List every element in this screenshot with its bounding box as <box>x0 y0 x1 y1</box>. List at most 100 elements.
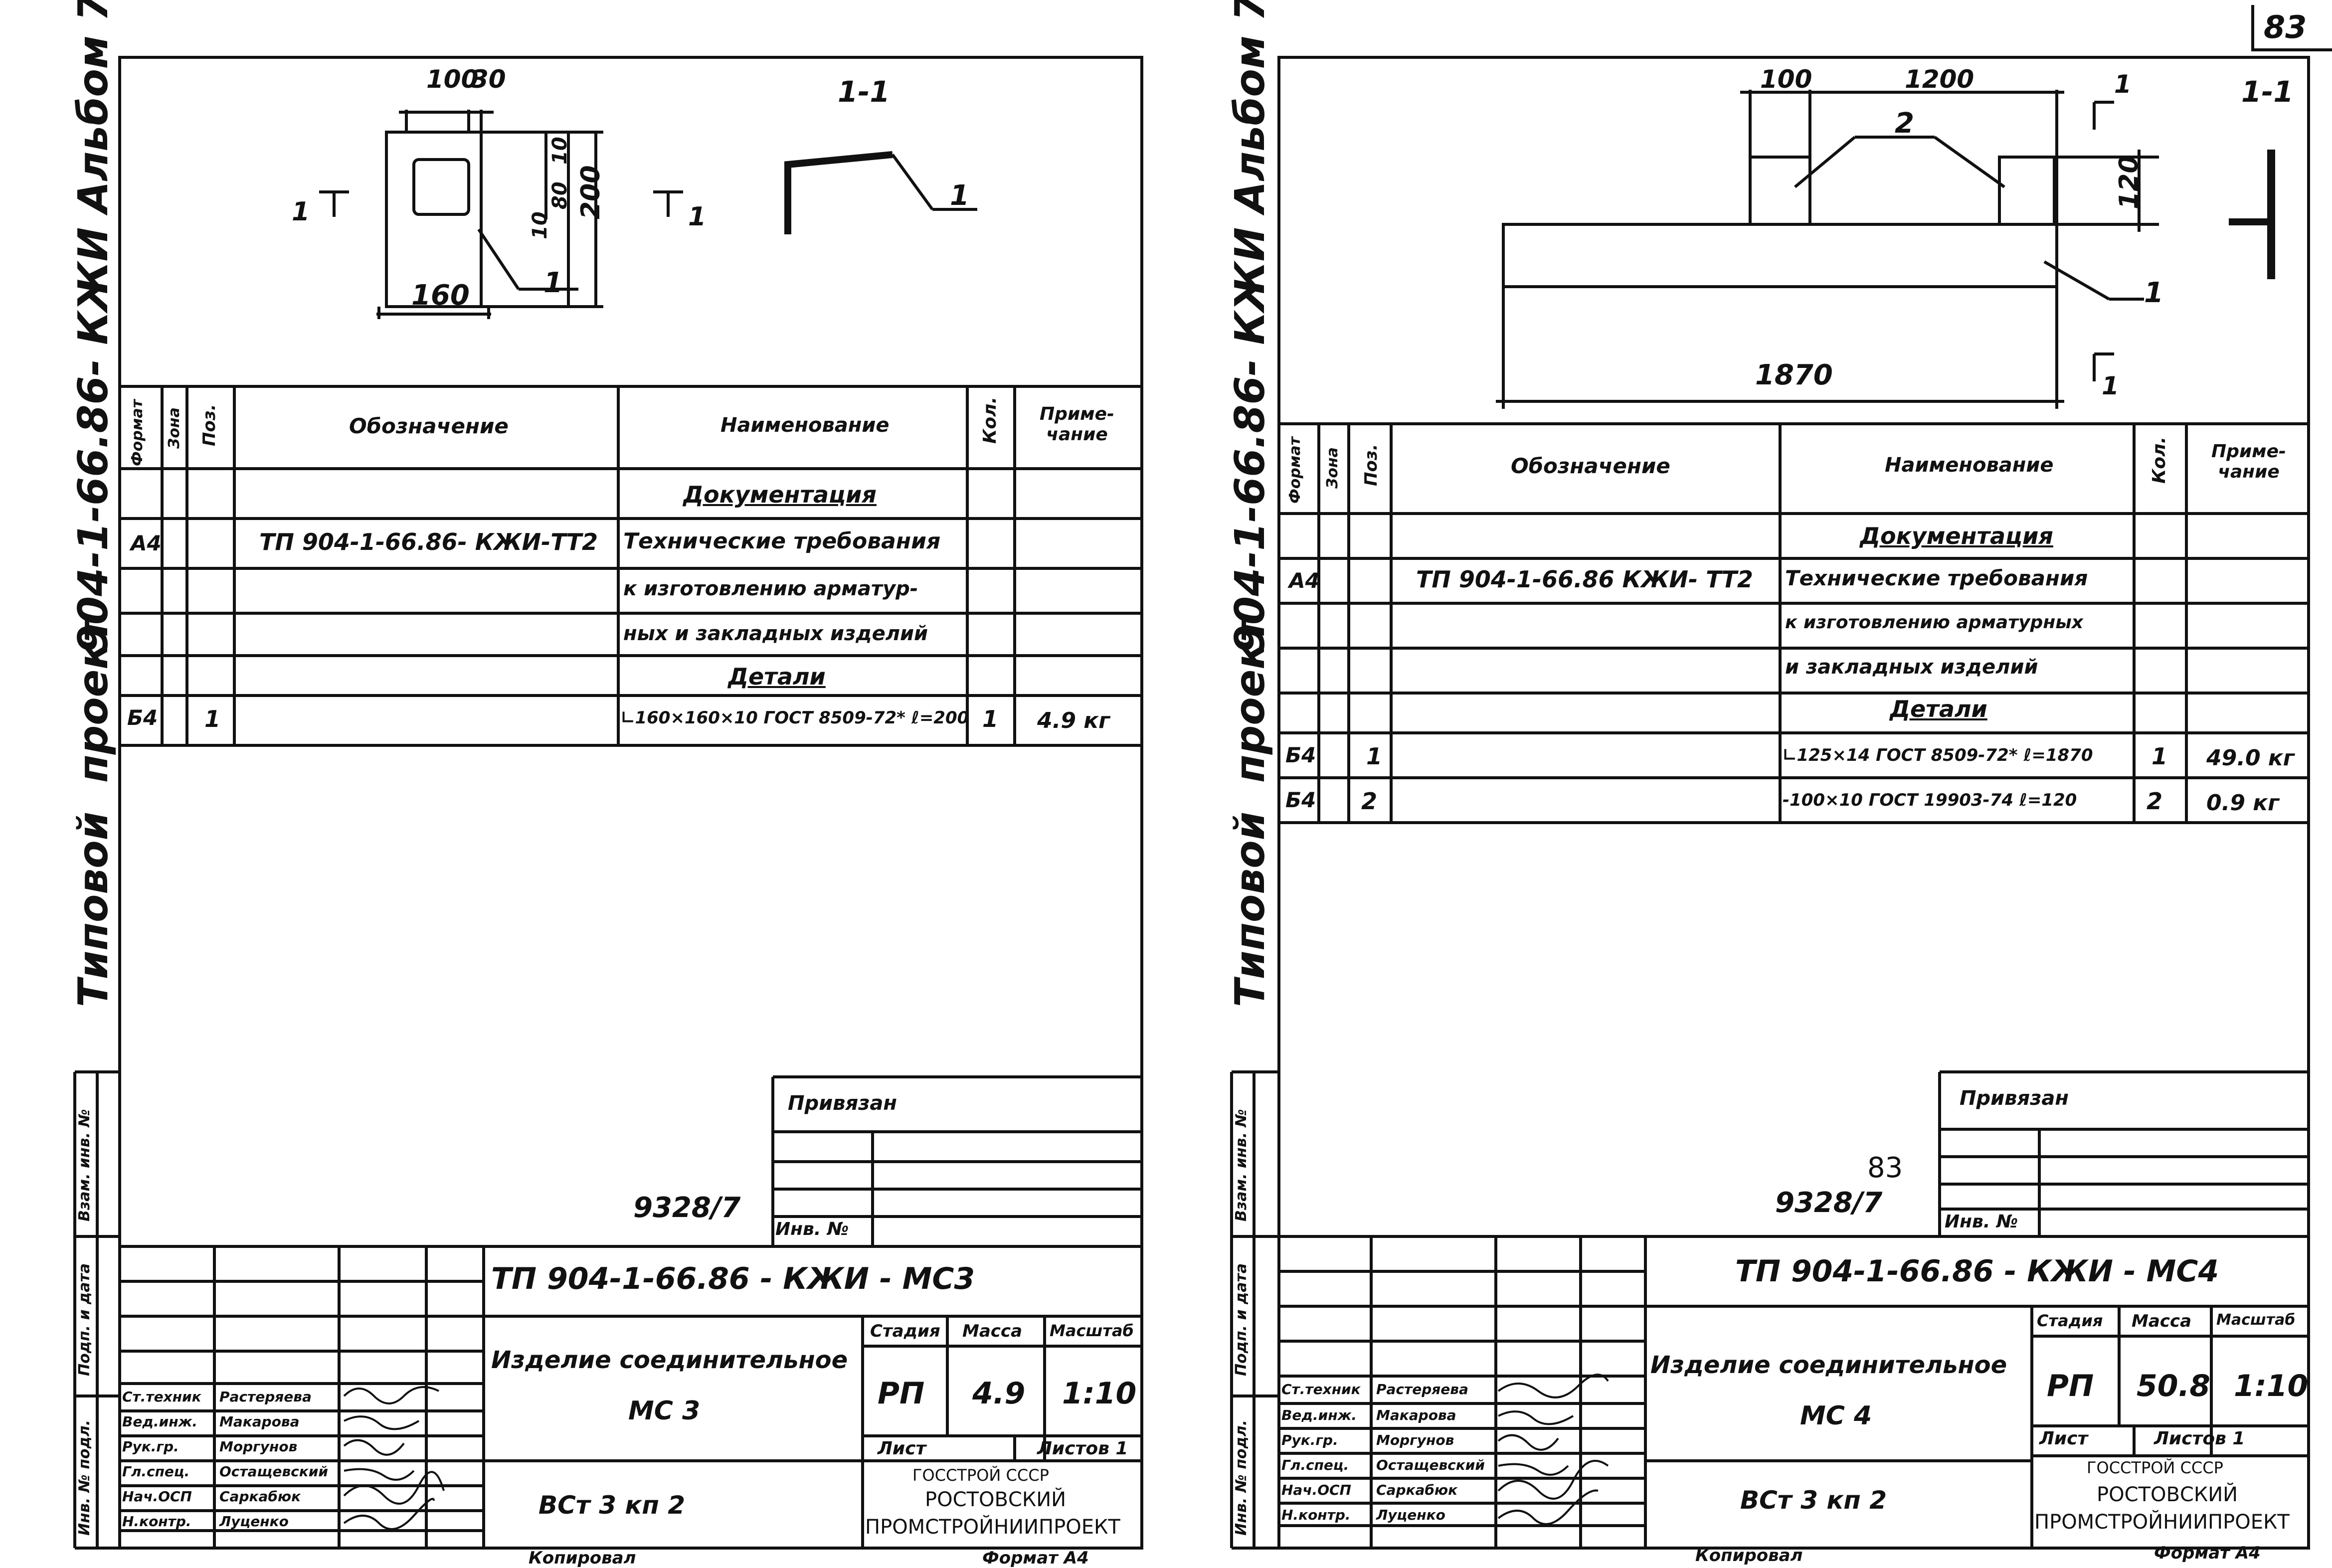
left-row-pos1: 1 <box>204 705 221 732</box>
left-row-details: Детали <box>728 663 826 690</box>
left-row-docs: Документация <box>683 481 877 508</box>
left-row-qty: 1 <box>982 705 999 732</box>
right-scale-hdr: Масштаб <box>2216 1311 2296 1329</box>
left-material: ВСт 3 кп 2 <box>538 1491 686 1520</box>
right-pos-2: 2 <box>1895 107 1914 140</box>
right-code: ТП 904-1-66.86 - КЖИ - МС4 <box>1735 1254 2219 1289</box>
right-row-a4: А4 <box>1289 568 1320 593</box>
left-pos-1: 1 <box>543 267 563 299</box>
right-hdr-note: Приме-чание <box>2211 441 2286 482</box>
right-scale: 1:10 <box>2234 1369 2309 1403</box>
left-staff-role-3: Рук.гр. <box>122 1438 179 1455</box>
left-section-pos: 1 <box>950 179 969 212</box>
right-mass-hdr: Масса <box>2132 1311 2192 1331</box>
left-hdr-name: Наименование <box>720 414 890 437</box>
right-sheets: Листов 1 <box>2154 1428 2245 1449</box>
left-inv-no: Инв. № <box>775 1219 849 1239</box>
left-dim-30: 30 <box>471 65 506 94</box>
right-archive-no-small: 83 <box>1867 1152 1903 1184</box>
left-hdr-note: Приме-чание <box>1040 404 1114 445</box>
left-org-3: ПРОМСТРОЙНИИПРОЕКТ <box>865 1516 1120 1539</box>
right-row-b4-2: Б4 <box>1285 788 1316 812</box>
right-privyazan: Привязан <box>1960 1087 2069 1110</box>
right-staff-name-1: Растеряева <box>1376 1381 1468 1397</box>
right-archive-no: 9328/7 <box>1775 1187 1883 1219</box>
right-row-tech3: и закладных изделий <box>1785 656 2038 679</box>
right-row-qty1: 1 <box>2152 743 2168 770</box>
left-sheets: Листов 1 <box>1037 1438 1128 1459</box>
left-section-mark-2: 1 <box>688 202 707 232</box>
right-staff-role-4: Гл.спец. <box>1281 1457 1349 1473</box>
right-staff-role-6: Н.контр. <box>1281 1507 1351 1523</box>
right-staff-name-4: Остащевский <box>1376 1457 1485 1473</box>
right-row-b4-1: Б4 <box>1285 743 1316 767</box>
left-stage-hdr: Стадия <box>870 1321 940 1341</box>
right-org-1: ГОССТРОЙ СССР <box>2087 1458 2223 1477</box>
right-section-mark-1: 1 <box>2114 70 2132 99</box>
left-staff-name-4: Остащевский <box>219 1463 329 1480</box>
right-row-details: Детали <box>1890 696 1987 722</box>
right-row-tt2: ТП 904-1-66.86 КЖИ- ТТ2 <box>1416 566 1753 593</box>
right-pos-1: 1 <box>2144 277 2163 309</box>
left-staff-name-1: Растеряева <box>219 1389 312 1405</box>
right-section-label: 1-1 <box>2241 75 2294 109</box>
right-row-pos1: 1 <box>1366 743 1383 770</box>
left-row-tech2: к изготовлению арматур- <box>623 577 918 600</box>
right-row-mass1: 49.0 кг <box>2206 745 2295 771</box>
left-staff-role-6: Н.контр. <box>122 1513 191 1530</box>
left-scale-hdr: Масштаб <box>1050 1321 1134 1340</box>
right-material: ВСт 3 кп 2 <box>1740 1486 1887 1515</box>
left-row-tech3: ных и закладных изделий <box>623 622 928 645</box>
left-staff-role-1: Ст.техник <box>122 1389 201 1405</box>
left-footer-copied: Копировал <box>529 1548 636 1568</box>
right-footer-copied: Копировал <box>1695 1546 1803 1566</box>
right-staff-role-5: Нач.ОСП <box>1281 1482 1351 1498</box>
right-name-2: МС 4 <box>1800 1401 1872 1431</box>
left-staff-name-3: Моргунов <box>219 1438 298 1455</box>
left-row-b4: Б4 <box>127 705 158 730</box>
right-row-docs: Документация <box>1860 523 2053 549</box>
left-row-a4: А4 <box>131 531 162 555</box>
left-staff-name-5: Саркабюк <box>219 1488 301 1505</box>
right-inv-no: Инв. № <box>1945 1212 2018 1232</box>
right-row-qty2: 2 <box>2147 788 2163 815</box>
right-hdr-name: Наименование <box>1885 454 2054 477</box>
left-name-1: Изделие соединительное <box>491 1346 848 1374</box>
right-section-mark-2: 1 <box>2102 371 2119 400</box>
right-staff-name-3: Моргунов <box>1376 1432 1454 1448</box>
left-mass-hdr: Масса <box>962 1321 1023 1341</box>
left-staff-role-5: Нач.ОСП <box>122 1488 192 1505</box>
right-footer-format: Формат А4 <box>2154 1543 2261 1563</box>
right-name-1: Изделие соединительное <box>1650 1351 2007 1379</box>
left-row-angle: ∟160×160×10 ГОСТ 8509-72* ℓ=200 <box>621 708 969 728</box>
left-name-2: МС 3 <box>628 1396 701 1426</box>
left-dim-100: 100 <box>426 65 479 94</box>
left-sheet: Лист <box>878 1438 926 1459</box>
right-dim-100: 100 <box>1760 65 1812 94</box>
right-staff-role-1: Ст.техник <box>1281 1381 1361 1397</box>
right-org-2: РОСТОВСКИЙ <box>2097 1483 2238 1506</box>
right-dim-1870: 1870 <box>1755 359 1833 391</box>
page-number: 83 <box>2264 9 2307 45</box>
right-staff-name-2: Макарова <box>1376 1407 1456 1423</box>
right-hdr-designation: Обозначение <box>1511 454 1670 478</box>
right-staff-role-3: Рук.гр. <box>1281 1432 1338 1448</box>
left-staff-name-6: Луценко <box>219 1513 289 1530</box>
left-footer-format: Формат А4 <box>982 1548 1089 1568</box>
left-org-2: РОСТОВСКИЙ <box>925 1488 1067 1511</box>
left-staff-name-2: Макарова <box>219 1413 300 1430</box>
left-org-1: ГОССТРОЙ СССР <box>912 1466 1049 1485</box>
right-row-angle: ∟125×14 ГОСТ 8509-72* ℓ=1870 <box>1783 745 2093 765</box>
left-section-label: 1-1 <box>838 75 890 109</box>
left-privyazan: Привязан <box>788 1092 897 1115</box>
left-row-mass: 4.9 кг <box>1037 708 1110 733</box>
right-staff-name-6: Луценко <box>1376 1507 1445 1523</box>
left-staff-role-4: Гл.спец. <box>122 1463 190 1480</box>
left-archive-no: 9328/7 <box>633 1192 741 1224</box>
right-stage: РП <box>2047 1369 2094 1403</box>
right-staff-name-5: Саркабюк <box>1376 1482 1458 1498</box>
right-mass: 50.8 <box>2137 1369 2211 1403</box>
left-row-tt2: ТП 904-1-66.86- КЖИ-ТТ2 <box>259 528 598 555</box>
right-row-mass2: 0.9 кг <box>2206 790 2280 816</box>
